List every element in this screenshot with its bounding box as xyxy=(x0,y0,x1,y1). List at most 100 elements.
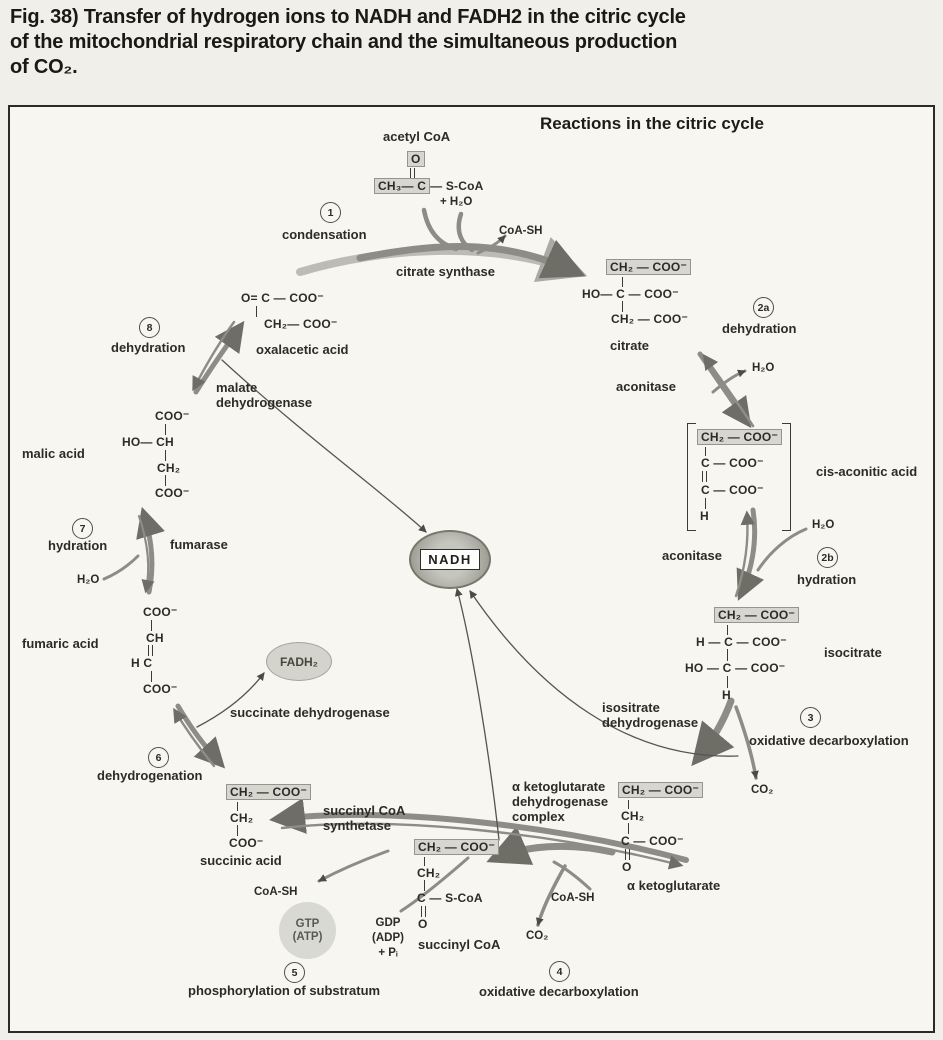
formula-acetyl-hl: CH₃— C xyxy=(374,178,431,194)
enzyme-isocitrate-dh-line2: dehydrogenase xyxy=(602,715,699,730)
enzyme-label-malate-dh: malate dehydrogenase xyxy=(216,380,312,410)
coash-label-4: CoA-SH xyxy=(551,892,595,904)
step-label-dehydration-2a: dehydration xyxy=(722,321,797,336)
atp-label: (ATP) xyxy=(292,930,323,943)
bracket-right xyxy=(782,423,791,531)
step-label-oxidative-decarboxylation-4: oxidative decarboxylation xyxy=(479,984,639,999)
coash-label-top: CoA-SH xyxy=(499,225,543,237)
enzyme-akg-dh-line1: α ketoglutarate xyxy=(512,779,606,794)
bond xyxy=(705,447,706,456)
bond xyxy=(410,168,415,180)
step-label-oxidative-decarboxylation-3: oxidative decarboxylation xyxy=(749,733,909,748)
formula-fumaric-l2: CH xyxy=(146,631,164,645)
formula-fumaric-l1: COO⁻ xyxy=(143,605,178,619)
figure-caption: Fig. 38) Transfer of hydrogen ions to NA… xyxy=(10,5,938,80)
molecule-label-succinic: succinic acid xyxy=(200,853,282,868)
bond xyxy=(424,880,425,891)
molecule-label-succinyl-coa: succinyl CoA xyxy=(418,937,501,952)
bond xyxy=(237,802,238,811)
formula-succinyl-l3: C — S-CoA xyxy=(417,891,483,905)
molecule-label-isocitrate: isocitrate xyxy=(824,645,882,660)
step-number-4: 4 xyxy=(549,961,570,982)
bond xyxy=(622,277,623,287)
bond xyxy=(421,906,426,917)
formula-isocitrate-l4: H xyxy=(722,688,731,702)
bond xyxy=(628,823,629,834)
formula-oxalacetic-l1: O= C — COO⁻ xyxy=(241,291,324,305)
step-number-8: 8 xyxy=(139,317,160,338)
formula-malic-l1: COO⁻ xyxy=(155,409,190,423)
bond xyxy=(151,620,152,631)
formula-fumaric-l3: H C xyxy=(131,656,153,670)
formula-acetyl-main: CH₃— C— S-CoA xyxy=(374,178,484,194)
molecule-label-cis-aconitic: cis-aconitic acid xyxy=(816,464,918,479)
bond xyxy=(256,306,257,317)
step-label-hydration-7: hydration xyxy=(48,538,108,553)
formula-cis-aconitic-l2: C — COO⁻ xyxy=(701,456,764,470)
gtp-node: GTP (ATP) xyxy=(279,902,336,959)
step-number-5: 5 xyxy=(284,962,305,983)
molecule-label-alpha-kg: α ketoglutarate xyxy=(627,878,721,893)
enzyme-malate-dh-line2: dehydrogenase xyxy=(216,395,313,410)
enzyme-akg-dh-line2: dehydrogenase xyxy=(512,794,609,809)
enzyme-label-succinyl-synthetase: succinyl CoA synthetase xyxy=(323,803,405,833)
enzyme-akg-dh-line3: complex xyxy=(512,809,565,824)
bond xyxy=(622,301,623,312)
pi-label: + Pᵢ xyxy=(378,947,398,959)
enzyme-label-isocitrate-dh: isositrate dehydrogenase xyxy=(602,700,698,730)
molecule-label-malic: malic acid xyxy=(22,446,85,461)
adp-label: (ADP) xyxy=(372,932,404,944)
step-number-2b: 2b xyxy=(817,547,838,568)
formula-acetyl-tail: — S-CoA xyxy=(430,179,484,193)
formula-cis-aconitic-l3: C — COO⁻ xyxy=(701,483,764,497)
enzyme-label-citrate-synthase: citrate synthase xyxy=(396,264,495,279)
enzyme-label-aconitase-lower: aconitase xyxy=(662,548,722,563)
step-label-condensation: condensation xyxy=(282,227,367,242)
formula-akg-l3: C — COO⁻ xyxy=(621,834,684,848)
formula-fumaric-l4: COO⁻ xyxy=(143,682,178,696)
formula-cis-aconitic-l1: CH₂ — COO⁻ xyxy=(697,429,782,445)
h2o-label-2a: H₂O xyxy=(752,362,775,374)
step-label-hydration-2b: hydration xyxy=(797,572,857,587)
bond xyxy=(165,424,166,435)
caption-line-1: Fig. 38) Transfer of hydrogen ions to NA… xyxy=(10,6,686,28)
step-label-dehydration-8: dehydration xyxy=(111,340,186,355)
formula-malic-l4: COO⁻ xyxy=(155,486,190,500)
formula-akg-l4: O xyxy=(622,860,632,874)
formula-isocitrate-l3: HO — C — COO⁻ xyxy=(685,661,786,675)
bracket-left xyxy=(687,423,696,531)
coash-label-5: CoA-SH xyxy=(254,886,298,898)
h2o-label-2b: H₂O xyxy=(812,519,835,531)
bond xyxy=(727,625,728,635)
gdp-node: GDP (ADP) + Pᵢ xyxy=(372,916,404,961)
bond xyxy=(148,645,153,656)
enzyme-isocitrate-dh-line1: isositrate xyxy=(602,700,660,715)
bond xyxy=(727,676,728,688)
formula-akg-l2: CH₂ xyxy=(621,809,645,823)
enzyme-label-aconitase-upper: aconitase xyxy=(616,379,676,394)
step-number-6: 6 xyxy=(148,747,169,768)
bond xyxy=(628,800,629,809)
molecule-label-fumaric: fumaric acid xyxy=(22,636,99,651)
h2o-label-top: + H₂O xyxy=(440,196,473,208)
diagram-title: Reactions in the citric cycle xyxy=(540,114,764,133)
bond xyxy=(424,857,425,866)
gdp-label: GDP xyxy=(375,917,401,929)
bond xyxy=(702,471,707,482)
formula-oxalacetic-l2: CH₂— COO⁻ xyxy=(264,317,338,331)
enzyme-label-fumarase: fumarase xyxy=(170,537,228,552)
bond xyxy=(237,825,238,836)
enzyme-succinyl-synthetase-line1: succinyl CoA xyxy=(323,803,406,818)
step-number-7: 7 xyxy=(72,518,93,539)
bond xyxy=(165,475,166,486)
enzyme-succinyl-synthetase-line2: synthetase xyxy=(323,818,391,833)
enzyme-label-succinate-dh: succinate dehydrogenase xyxy=(230,705,390,720)
formula-acetyl-o: O xyxy=(407,151,425,167)
step-number-1: 1 xyxy=(320,202,341,223)
caption-line-2: of the mitochondrial respiratory chain a… xyxy=(10,31,678,53)
enzyme-label-akg-dh: α ketoglutarate dehydrogenase complex xyxy=(512,779,608,824)
molecule-label-citrate: citrate xyxy=(610,338,650,353)
h2o-label-7: H₂O xyxy=(77,574,100,586)
